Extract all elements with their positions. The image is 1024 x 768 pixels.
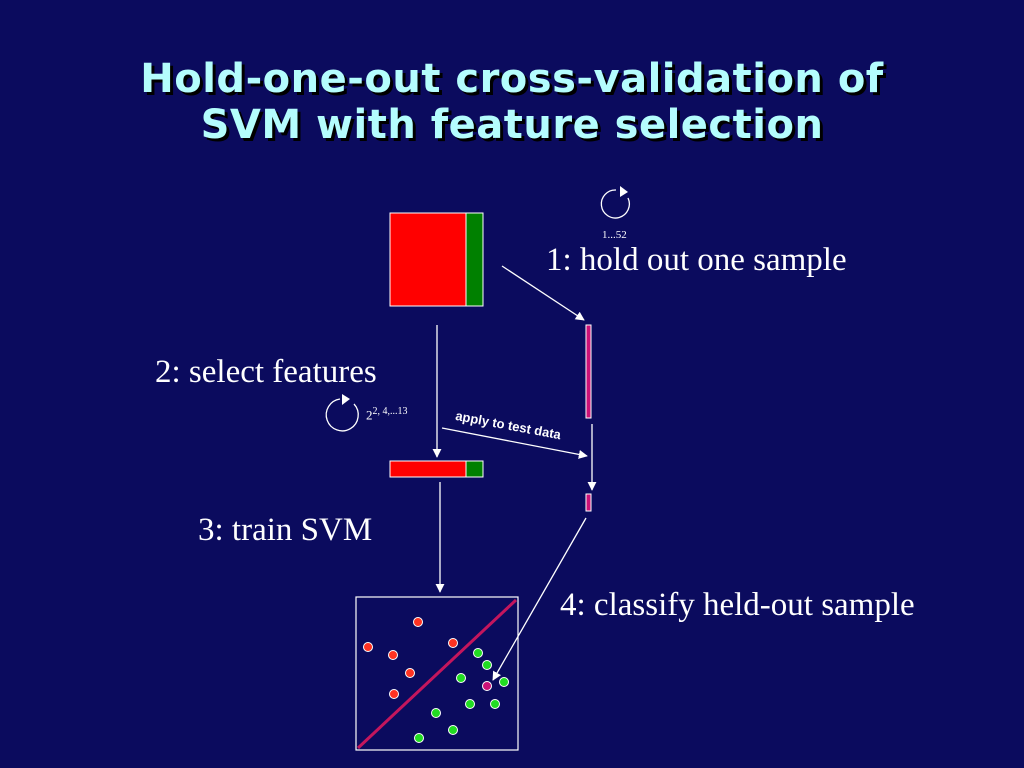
data-matrix-features	[389, 212, 467, 307]
step-hold-out-label: 1: hold out one sample	[546, 242, 847, 278]
title-line-2: SVM with feature selection	[200, 102, 824, 148]
inner-loop-base: 2	[366, 407, 373, 423]
red-class-point	[448, 638, 458, 648]
red-class-point	[405, 668, 415, 678]
slide-title: Hold-one-out cross-validation of SVM wit…	[0, 56, 1024, 148]
green-class-point	[473, 648, 483, 658]
held-out-sample-column	[585, 324, 592, 419]
step-classify-label: 4: classify held-out sample	[560, 587, 915, 623]
reduced-matrix-labels	[465, 460, 484, 478]
green-class-point	[465, 699, 475, 709]
red-class-point	[388, 650, 398, 660]
green-class-point	[499, 677, 509, 687]
red-class-point	[389, 689, 399, 699]
reduced-held-out-sample	[585, 493, 592, 512]
svm-points	[363, 617, 509, 743]
arrow-hold-out	[501, 265, 585, 321]
data-matrix-labels	[465, 212, 484, 307]
green-class-point	[482, 660, 492, 670]
red-class-point	[363, 642, 373, 652]
held-out-point	[482, 681, 492, 691]
inner-loop-exponent: 2, 4,...13	[372, 406, 408, 417]
green-class-point	[431, 708, 441, 718]
green-class-point	[490, 699, 500, 709]
title-line-1: Hold-one-out cross-validation of	[140, 56, 884, 102]
svm-plot-frame	[355, 596, 519, 751]
data-matrix	[389, 212, 484, 307]
green-class-point	[448, 725, 458, 735]
inner-loop-count: 22, 4,...13	[366, 406, 408, 423]
green-class-point	[414, 733, 424, 743]
step-train-svm-label: 3: train SVM	[198, 512, 373, 548]
red-class-point	[413, 617, 423, 627]
loop-icon-inner	[325, 394, 359, 432]
arrow-classify	[492, 517, 587, 681]
reduced-matrix-features	[389, 460, 467, 478]
green-class-point	[456, 673, 466, 683]
svm-decision-boundary	[356, 598, 518, 750]
step-select-features-label: 2: select features	[155, 354, 377, 390]
svm-plot	[355, 596, 519, 751]
reduced-matrix	[389, 460, 484, 478]
arrow-apply-to-test	[441, 427, 588, 459]
outer-loop-count: 1...52	[602, 229, 627, 241]
loop-icon-outer	[600, 186, 630, 219]
